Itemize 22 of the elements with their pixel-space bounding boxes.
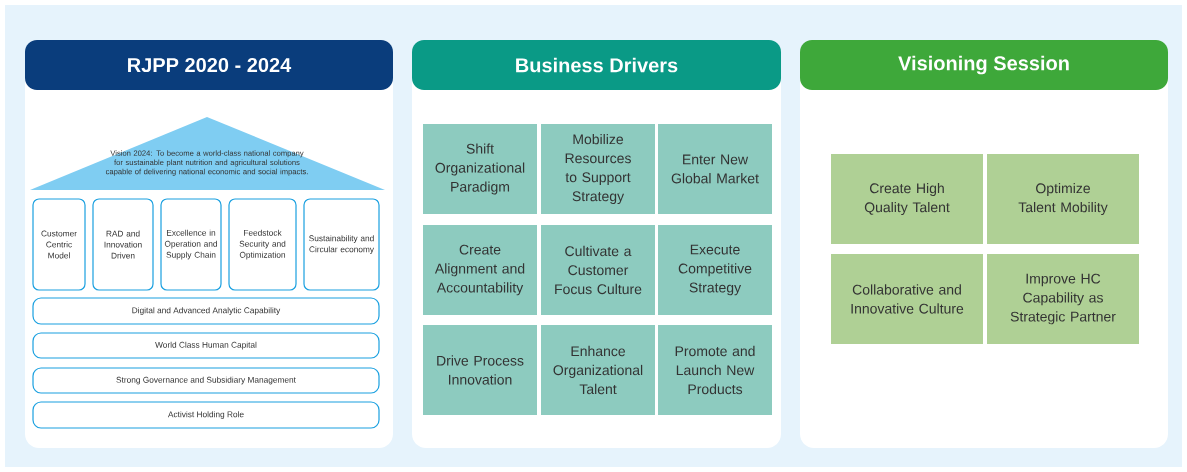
driver-tile: Enhance Organizational Talent [541,325,655,415]
driver-tile: Shift Organizational Paradigm [423,124,537,214]
foundation-bar: Strong Governance and Subsidiary Management [32,367,380,394]
pillar-box: RAD and Innovation Driven [92,198,154,291]
driver-tile: Mobilize Resources to Support Strategy [541,124,655,214]
driver-tile: Create Alignment and Accountability [423,225,537,315]
driver-tile: Improve HC Capability as Strategic Partner [987,254,1139,344]
pillar-box: Excellence in Operation and Supply Chain [160,198,222,291]
pillar-box: Customer Centric Model [32,198,86,291]
driver-tile: Execute Competitive Strategy [658,225,772,315]
driver-tile: Optimize Talent Mobility [987,154,1139,244]
driver-tile: Drive Process Innovation [423,325,537,415]
foundation-bar: Activist Holding Role [32,401,380,429]
pillar-box: Sustainability and Circular economy [303,198,380,291]
driver-tile: Create High Quality Talent [831,154,983,244]
driver-tile: Enter New Global Market [658,124,772,214]
pillar-box: Feedstock Security and Optimization [228,198,297,291]
driver-tile: Collaborative and Innovative Culture [831,254,983,344]
driver-tile: Cultivate a Customer Focus Culture [541,225,655,315]
foundation-bar: World Class Human Capital [32,332,380,359]
driver-tile: Promote and Launch New Products [658,325,772,415]
foundation-bar: Digital and Advanced Analytic Capability [32,297,380,325]
